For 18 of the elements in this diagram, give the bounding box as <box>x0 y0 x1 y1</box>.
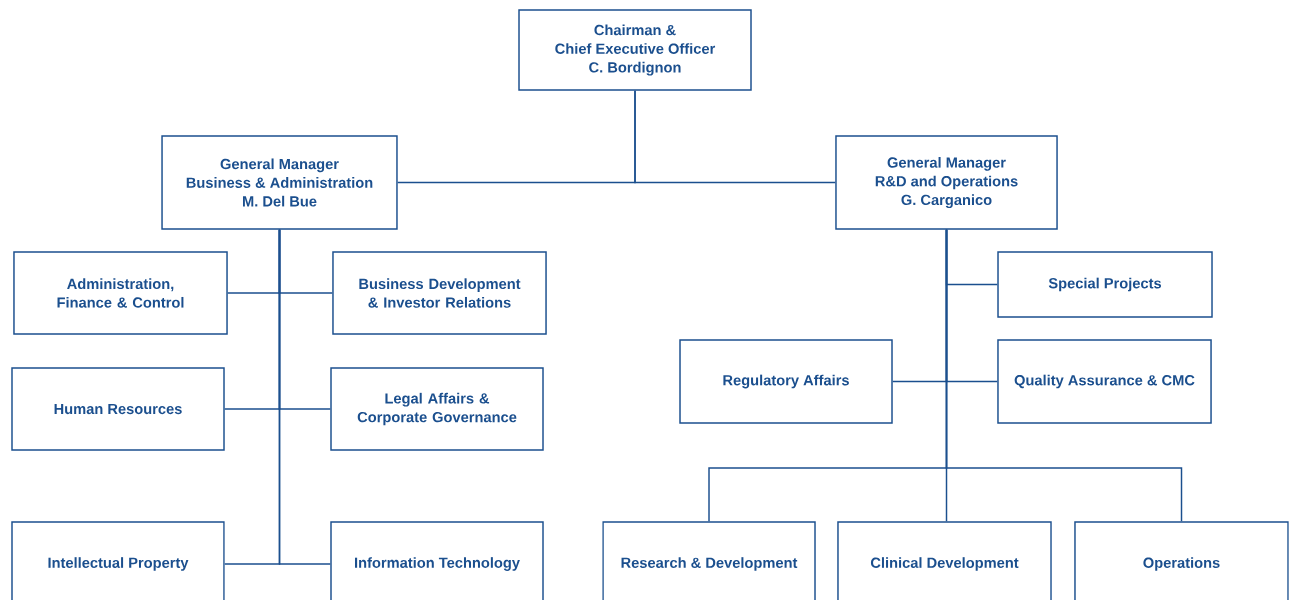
org-box: Administration, Finance & Control <box>13 251 228 335</box>
org-box: Operations <box>1074 521 1289 600</box>
org-box: Intellectual Property <box>11 521 225 600</box>
org-box: Information Technology <box>330 521 544 600</box>
org-box: Special Projects <box>997 251 1213 318</box>
org-box: General Manager R&D and Operations G. Carganico <box>835 135 1058 230</box>
org-box: General Manager Business & Administration M. Del Bue <box>161 135 398 230</box>
org-box: Chairman & Chief Executive Officer C. Bordignon <box>518 9 752 91</box>
org-box: Regulatory Affairs <box>679 339 893 424</box>
org-box: Clinical Development <box>837 521 1052 600</box>
connector-line <box>945 229 1183 522</box>
connector-line <box>278 229 331 565</box>
org-box: Human Resources <box>11 367 225 451</box>
connector-line <box>634 90 836 184</box>
org-box: Business Development & Investor Relations <box>332 251 547 335</box>
org-box: Quality Assurance & CMC <box>997 339 1212 424</box>
org-box: Legal Affairs & Corporate Governance <box>330 367 544 451</box>
org-box: Research & Development <box>602 521 816 600</box>
